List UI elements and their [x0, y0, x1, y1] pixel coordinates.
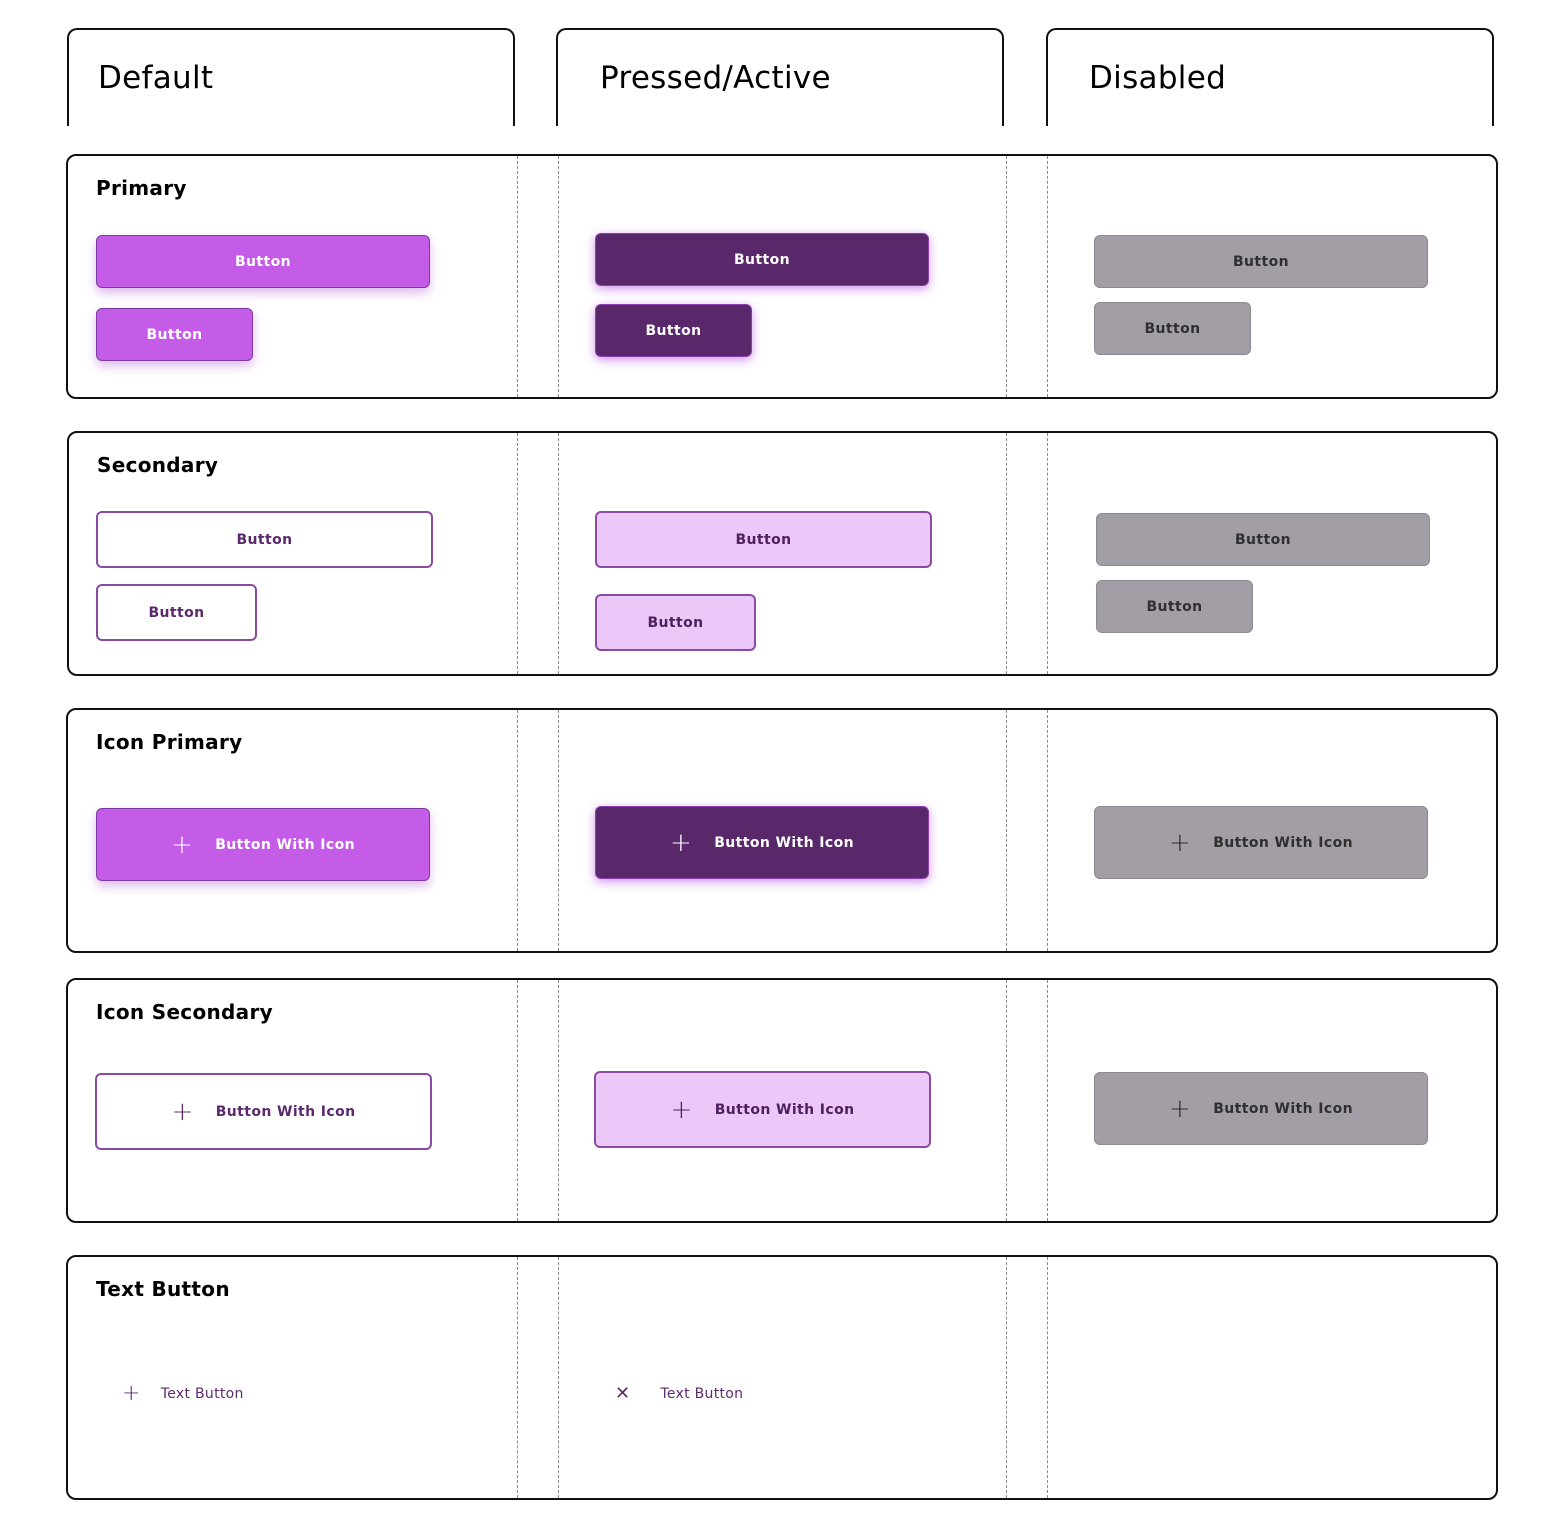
primary-button-large[interactable]: Button [96, 235, 430, 288]
button-label: Button [1232, 253, 1289, 270]
plus-icon: + [1169, 827, 1192, 858]
plus-icon: + [670, 1094, 693, 1125]
column-header-default: Default [67, 28, 515, 126]
column-divider [558, 433, 559, 674]
section-icon-secondary: Icon Secondary + Button With Icon + Button… [66, 978, 1498, 1223]
section-secondary: Secondary Button Button Button Button Bu… [67, 431, 1498, 676]
button-label: Button With Icon [1213, 834, 1353, 851]
icon-secondary-button-active[interactable]: + Button With Icon [594, 1071, 931, 1148]
button-label: Text Button [160, 1386, 244, 1402]
button-label: Button [148, 604, 205, 621]
column-divider [517, 710, 518, 951]
column-divider [558, 710, 559, 951]
button-label: Button [647, 614, 704, 631]
secondary-button-small-disabled: Button [1096, 580, 1253, 633]
column-divider [517, 980, 518, 1221]
plus-icon: + [670, 827, 693, 858]
column-divider [1006, 156, 1007, 397]
button-label: Button [1146, 598, 1203, 615]
text-button[interactable]: + Text Button [122, 1383, 244, 1405]
plus-icon: + [171, 829, 194, 860]
secondary-button-large-disabled: Button [1096, 513, 1430, 566]
section-title-primary: Primary [96, 176, 187, 200]
secondary-button-large[interactable]: Button [96, 511, 433, 568]
icon-primary-button-disabled: + Button With Icon [1094, 806, 1428, 879]
primary-button-large-disabled: Button [1094, 235, 1428, 288]
icon-primary-button[interactable]: + Button With Icon [96, 808, 430, 881]
button-label: Button With Icon [215, 836, 355, 853]
text-button-active[interactable]: ✕ Text Button [615, 1385, 743, 1403]
primary-button-small[interactable]: Button [96, 308, 253, 361]
column-title-disabled: Disabled [1089, 60, 1227, 96]
column-divider [558, 980, 559, 1221]
plus-icon: + [1169, 1093, 1192, 1124]
column-divider [558, 156, 559, 397]
column-header-pressed: Pressed/Active [556, 28, 1004, 126]
plus-icon: + [122, 1381, 141, 1406]
section-title-icon-primary: Icon Primary [96, 730, 243, 754]
column-divider [1047, 1257, 1048, 1498]
section-title-text-button: Text Button [96, 1277, 230, 1301]
column-divider [558, 1257, 559, 1498]
button-label: Button [733, 251, 790, 268]
column-title-pressed: Pressed/Active [600, 60, 831, 96]
button-label: Button With Icon [215, 1103, 356, 1120]
column-divider [1047, 156, 1048, 397]
button-label: Button [1144, 320, 1201, 337]
icon-secondary-button-disabled: + Button With Icon [1094, 1072, 1428, 1145]
column-divider [1006, 980, 1007, 1221]
icon-secondary-button[interactable]: + Button With Icon [95, 1073, 432, 1150]
column-divider [517, 433, 518, 674]
primary-button-small-disabled: Button [1094, 302, 1251, 355]
section-primary: Primary Button Button Button Button Butt… [66, 154, 1498, 399]
button-label: Button [645, 322, 702, 339]
icon-primary-button-active[interactable]: + Button With Icon [595, 806, 929, 879]
section-title-secondary: Secondary [97, 453, 219, 477]
button-label: Button [735, 531, 792, 548]
secondary-button-large-active[interactable]: Button [595, 511, 932, 568]
section-icon-primary: Icon Primary + Button With Icon + Button W… [66, 708, 1498, 953]
secondary-button-small[interactable]: Button [96, 584, 257, 641]
column-divider [1006, 710, 1007, 951]
primary-button-large-active[interactable]: Button [595, 233, 929, 286]
button-label: Button [1234, 531, 1291, 548]
primary-button-small-active[interactable]: Button [595, 304, 752, 357]
secondary-button-small-active[interactable]: Button [595, 594, 756, 651]
button-label: Button With Icon [714, 1101, 855, 1118]
button-label: Text Button [660, 1386, 744, 1402]
column-divider [1047, 710, 1048, 951]
button-label: Button [236, 531, 293, 548]
button-label: Button With Icon [714, 834, 854, 851]
column-divider [1006, 433, 1007, 674]
section-title-icon-secondary: Icon Secondary [96, 1000, 273, 1024]
close-icon: ✕ [615, 1383, 631, 1404]
column-divider [1047, 433, 1048, 674]
plus-icon: + [171, 1096, 194, 1127]
column-divider [1006, 1257, 1007, 1498]
section-text-button: Text Button + Text Button ✕ Text Button [66, 1255, 1498, 1500]
button-label: Button [146, 326, 203, 343]
column-title-default: Default [98, 60, 214, 96]
column-divider [517, 156, 518, 397]
button-label: Button [234, 253, 291, 270]
column-divider [517, 1257, 518, 1498]
column-divider [1047, 980, 1048, 1221]
button-label: Button With Icon [1213, 1100, 1353, 1117]
column-header-disabled: Disabled [1046, 28, 1494, 126]
